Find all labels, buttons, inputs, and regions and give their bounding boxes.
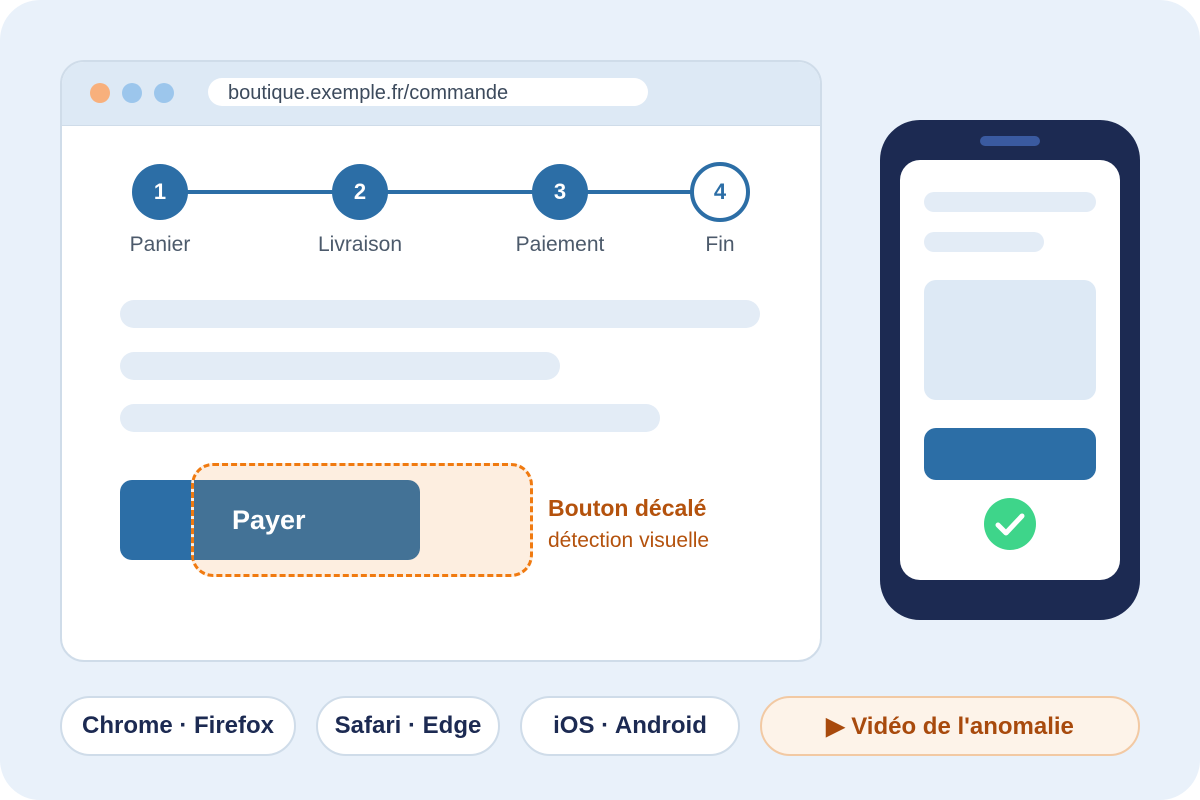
step-2-circle[interactable]: 2 xyxy=(332,164,388,220)
step-1-circle[interactable]: 1 xyxy=(132,164,188,220)
chip-chrome-firefox[interactable]: Chrome · Firefox xyxy=(60,696,296,756)
phone-pay-button[interactable] xyxy=(924,428,1096,480)
step-2-label: Livraison xyxy=(317,233,403,256)
phone-placeholder-line xyxy=(924,232,1044,252)
content-placeholder-line xyxy=(120,404,660,432)
anomaly-video-button[interactable]: ▶ Vidéo de l'anomalie xyxy=(760,696,1140,756)
pay-button-label: Payer xyxy=(232,504,306,535)
content-placeholder-line xyxy=(120,300,760,328)
browser-titlebar: boutique.exemple.fr/commande xyxy=(62,62,820,126)
anomaly-annotation-subtitle: détection visuelle xyxy=(548,529,710,552)
chip-ios-android[interactable]: iOS · Android xyxy=(520,696,740,756)
phone-speaker xyxy=(980,136,1040,146)
mobile-phone xyxy=(880,120,1140,620)
chip-safari-edge[interactable]: Safari · Edge xyxy=(316,696,500,756)
window-minimize-dot[interactable] xyxy=(122,83,142,103)
pay-button[interactable]: Payer xyxy=(194,480,420,560)
address-bar[interactable]: boutique.exemple.fr/commande xyxy=(208,78,648,106)
phone-screen xyxy=(900,160,1120,580)
anomaly-annotation-title: Bouton décalé xyxy=(548,495,707,521)
step-3-label: Paiement xyxy=(515,233,605,256)
step-1-label: Panier xyxy=(129,233,191,256)
window-maximize-dot[interactable] xyxy=(154,83,174,103)
stepper-track xyxy=(160,190,722,194)
check-circle-icon xyxy=(984,498,1036,550)
browser-window: boutique.exemple.fr/commande 1 Panier 2 … xyxy=(60,60,822,662)
content-placeholder-line xyxy=(120,352,560,380)
phone-placeholder-block xyxy=(924,280,1096,400)
step-3-circle[interactable]: 3 xyxy=(532,164,588,220)
step-4-label: Fin xyxy=(705,233,735,256)
window-close-dot[interactable] xyxy=(90,83,110,103)
step-4-circle[interactable]: 4 xyxy=(690,162,750,222)
phone-placeholder-line xyxy=(924,192,1096,212)
